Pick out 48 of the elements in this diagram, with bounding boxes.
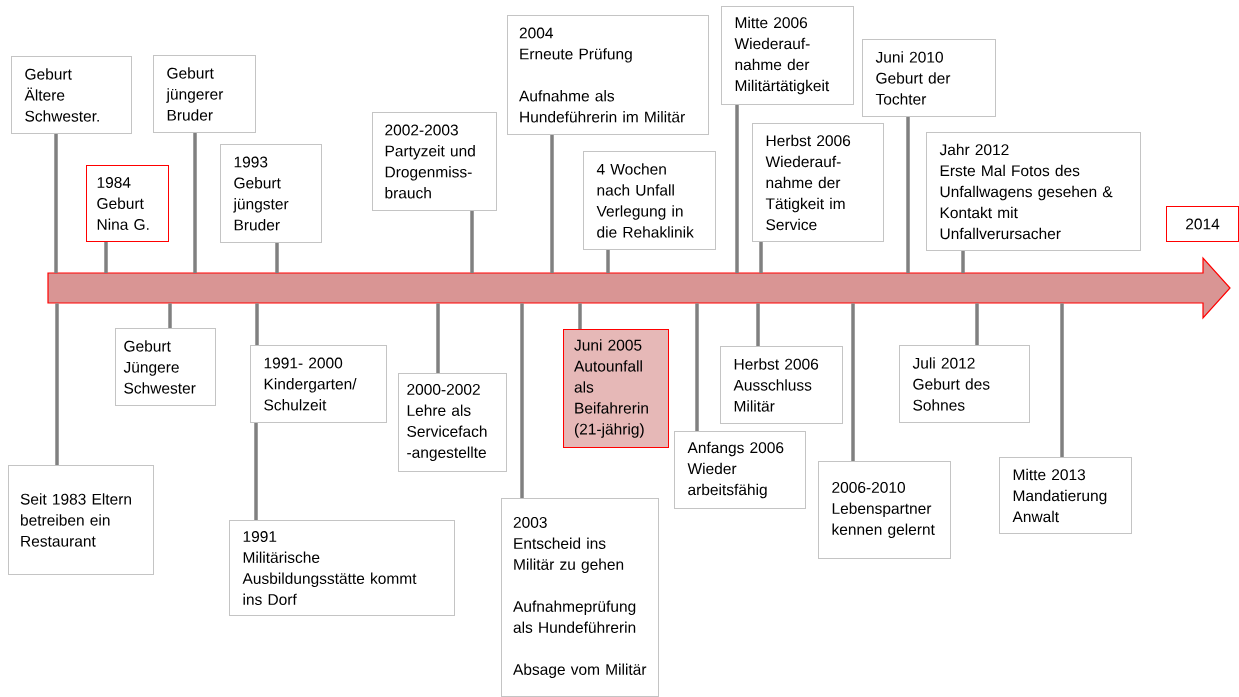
event-box: Herbst 2006 Wiederauf- nahme der Tätigkeit im Service <box>752 123 884 242</box>
event-box: 2002-2003 Partyzeit und Drogenmiss- brauch <box>372 112 497 211</box>
event-box: Juni 2010 Geburt der Tochter <box>862 39 996 117</box>
leader-line <box>975 303 979 345</box>
leader-line <box>851 303 855 461</box>
leader-line <box>436 303 440 373</box>
event-box: Mitte 2006 Wiederauf- nahme der Militärtätigkeit <box>721 6 854 105</box>
event-box: 1991 Militärische Ausbildungsstätte kommt ins Dorf <box>229 520 455 616</box>
event-box: Herbst 2006 Ausschluss Militär <box>720 346 843 424</box>
leader-line <box>520 303 524 498</box>
leader-line <box>578 303 582 329</box>
leader-line <box>168 303 172 328</box>
leader-line <box>695 303 699 431</box>
leader-line <box>104 242 108 273</box>
event-box: Anfangs 2006 Wieder arbeitsfähig <box>674 431 806 509</box>
event-box: Juni 2005 Autounfall als Beifahrerin (21-jährig) <box>563 329 669 448</box>
event-box: Seit 1983 Eltern betreiben ein Restaurant <box>8 465 154 575</box>
leader-line <box>55 303 59 465</box>
leader-line <box>756 303 760 346</box>
leader-line <box>961 251 965 273</box>
leader-line <box>193 133 197 273</box>
event-box: 1984 Geburt Nina G. <box>86 165 169 242</box>
event-box: Geburt jüngerer Bruder <box>153 55 256 133</box>
timeline-arrow <box>47 256 1231 320</box>
event-box: Mitte 2013 Mandatierung Anwalt <box>999 457 1132 534</box>
event-box: Geburt Ältere Schwester. <box>11 56 132 134</box>
leader-line <box>735 105 739 273</box>
leader-line <box>255 303 259 345</box>
leader-line <box>275 243 279 273</box>
leader-line <box>606 250 610 273</box>
event-box: 1993 Geburt jüngster Bruder <box>220 144 322 243</box>
event-box: Juli 2012 Geburt des Sohnes <box>899 345 1030 423</box>
event-box: 2014 <box>1166 206 1239 242</box>
event-box: 2000-2002 Lehre als Servicefach -angestellte <box>398 373 507 472</box>
leader-line <box>1060 303 1064 457</box>
event-box: 4 Wochen nach Unfall Verlegung in die Rehaklinik <box>583 151 716 250</box>
event-box: 2006-2010 Lebenspartner kennen gelernt <box>818 461 951 559</box>
event-box: Geburt Jüngere Schwester <box>115 328 216 406</box>
leader-line <box>906 117 910 273</box>
event-box: 2003 Entscheid ins Militär zu gehen Aufnahmeprüfung als Hundeführerin Absage vom Militär <box>501 498 659 697</box>
leader-line <box>254 423 258 520</box>
leader-line <box>54 134 58 273</box>
event-box: Jahr 2012 Erste Mal Fotos des Unfallwagens gesehen & Kontakt mit Unfallverursacher <box>926 132 1141 251</box>
leader-line <box>550 135 554 273</box>
leader-line <box>759 242 763 273</box>
leader-line <box>470 211 474 273</box>
event-box: 2004 Erneute Prüfung Aufnahme als Hundeführerin im Militär <box>507 15 709 135</box>
event-box: 1991- 2000 Kindergarten/ Schulzeit <box>250 345 387 423</box>
